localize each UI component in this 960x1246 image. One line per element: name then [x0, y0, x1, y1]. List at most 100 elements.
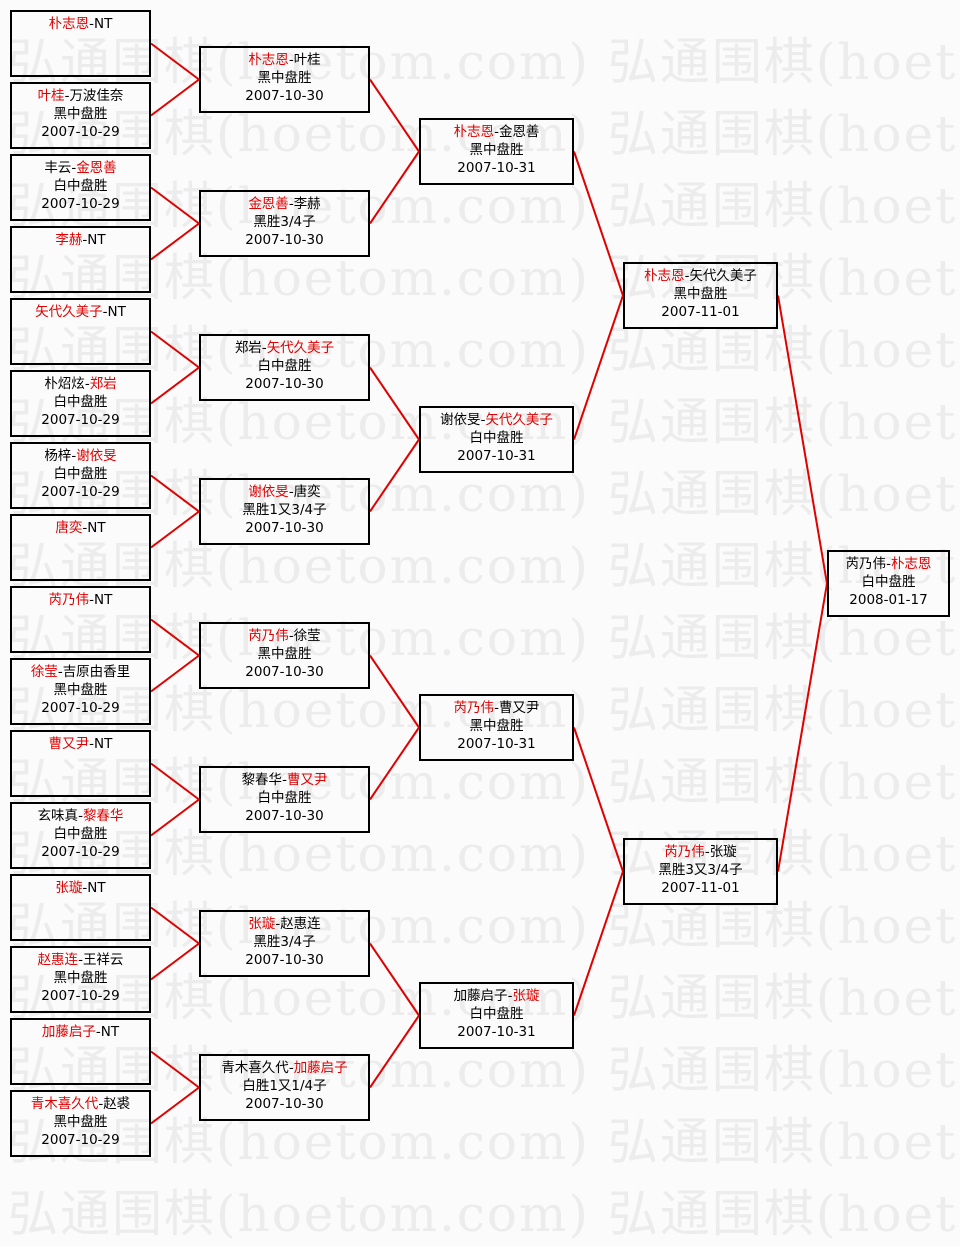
bracket-connector	[150, 474, 200, 513]
white-player: 赵惠连	[280, 916, 321, 932]
separator: -	[82, 880, 88, 896]
black-player: 芮乃伟	[845, 556, 887, 572]
separator: -	[494, 700, 499, 716]
separator: -	[57, 664, 63, 680]
match-date: 2007-10-29	[41, 844, 120, 860]
white-player: 唐奕	[293, 484, 321, 500]
white-player: NT	[87, 232, 106, 248]
match-players: 玄味真-黎春华	[12, 807, 149, 825]
match-box-round1[interactable]: 李赫-NT	[10, 226, 151, 293]
bracket-connector	[150, 1086, 200, 1125]
match-date: 2007-10-30	[245, 952, 324, 968]
white-player: 叶桂	[293, 52, 321, 68]
match-box-round1[interactable]: 唐奕-NT	[10, 514, 151, 581]
match-result: 黑中盘胜	[53, 1114, 108, 1130]
bracket-connector	[369, 654, 420, 729]
match-players: 青木喜久代-加藤启子	[201, 1059, 368, 1077]
match-players: 芮乃伟-朴志恩	[829, 555, 948, 573]
white-player: NT	[87, 520, 106, 536]
separator: -	[704, 844, 710, 860]
match-result: 黑中盘胜	[469, 718, 524, 734]
match-box-round1[interactable]: 张璇-NT	[10, 874, 151, 941]
match-date: 2007-10-30	[245, 232, 324, 248]
match-box-round1[interactable]: 曹又尹-NT	[10, 730, 151, 797]
match-players: 谢依旻-唐奕	[201, 483, 368, 501]
bracket-connector	[150, 510, 200, 549]
bracket-connector	[150, 186, 200, 225]
bracket-connector	[369, 78, 420, 153]
white-player: NT	[100, 1024, 120, 1040]
match-players: 黎春华-曹又尹	[201, 771, 368, 789]
white-player: 加藤启子	[293, 1060, 348, 1076]
match-result: 白中盘胜	[53, 394, 108, 410]
match-players: 芮乃伟-曹又尹	[421, 699, 572, 717]
match-result: 黑胜3又3/4子	[658, 862, 743, 878]
bracket-connector	[369, 366, 420, 441]
separator: -	[288, 1060, 294, 1076]
black-player: 青木喜久代	[221, 1060, 289, 1076]
match-date: 2007-10-30	[245, 376, 324, 392]
match-result: 白中盘胜	[469, 430, 524, 446]
bracket-connector	[777, 583, 828, 872]
bracket-connector	[573, 295, 624, 440]
black-player: 朴志恩	[453, 124, 495, 140]
match-date: 2007-10-30	[245, 88, 324, 104]
separator: -	[261, 340, 267, 356]
match-date: 2007-10-29	[41, 412, 120, 428]
separator: -	[78, 808, 83, 824]
white-player: 王祥云	[82, 952, 124, 968]
bracket-connector	[573, 151, 624, 296]
bracket-connector	[150, 762, 200, 801]
match-box-round2[interactable]: 朴志恩-叶桂黑中盘胜 2007-10-30	[199, 46, 370, 113]
match-result: 黑中盘胜	[469, 142, 524, 158]
separator: -	[71, 448, 77, 464]
match-players: 李赫-NT	[12, 231, 149, 249]
separator: -	[507, 988, 513, 1004]
match-result: 白中盘胜	[257, 790, 312, 806]
separator: -	[64, 88, 70, 104]
match-result: 黑中盘胜	[257, 70, 312, 86]
black-player: 芮乃伟	[48, 592, 90, 608]
black-player: 丰云	[44, 160, 72, 176]
separator: -	[275, 916, 281, 932]
match-players: 朴志恩-叶桂	[201, 51, 368, 69]
black-player: 朴志恩	[644, 268, 685, 284]
match-box-round1[interactable]: 矢代久美子-NT	[10, 298, 151, 365]
bracket-connector	[150, 78, 200, 117]
match-date: 2007-10-31	[457, 1024, 536, 1040]
white-player: 曹又尹	[498, 700, 540, 716]
bracket-connector	[150, 654, 200, 693]
separator: -	[82, 520, 88, 536]
black-player: 芮乃伟	[664, 844, 705, 860]
black-player: 张璇	[248, 916, 276, 932]
match-players: 杨梓-谢依旻	[12, 447, 149, 465]
separator: -	[89, 592, 94, 608]
match-box-round1[interactable]: 芮乃伟-NT	[10, 586, 151, 653]
match-box-round1[interactable]: 加藤启子-NT	[10, 1018, 151, 1085]
white-player: 矢代久美子	[689, 268, 757, 284]
match-box-round1[interactable]: 朴志恩-NT	[10, 10, 151, 77]
match-players: 矢代久美子-NT	[12, 303, 149, 321]
